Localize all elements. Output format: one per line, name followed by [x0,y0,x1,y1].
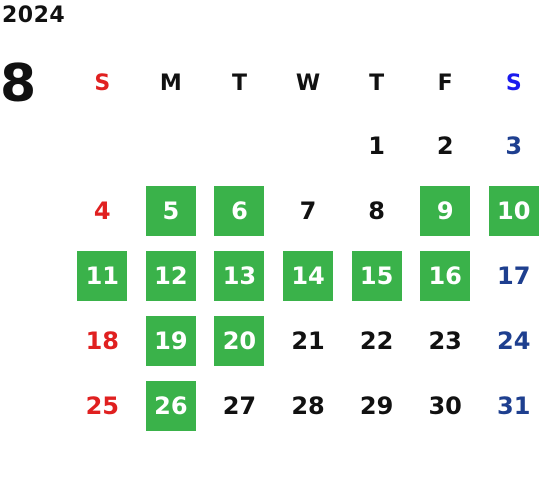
day-number: 10 [488,186,539,236]
weekday-monday: M [159,70,182,96]
month-number: 8 [0,54,37,114]
day-number: 1 [368,132,385,160]
weekday-saturday: S [505,70,522,96]
day-number: 19 [145,316,196,366]
day-cell: 16 [411,251,480,301]
weekday-friday: F [437,70,453,96]
day-number: 24 [497,327,531,355]
day-cell: 9 [411,186,480,236]
week-row: 25 26 27 28 29 30 31 [68,381,548,446]
day-number: 20 [214,316,265,366]
weekday-thursday: T [369,70,385,96]
year-label: 2024 [2,3,66,28]
week-row: 18 19 20 21 22 23 24 [68,316,548,381]
day-cell: 1 [342,121,411,171]
day-cell: 23 [411,316,480,366]
week-row: 1 2 3 [68,121,548,186]
empty-day-cell [205,121,274,171]
day-number: 7 [299,197,317,225]
empty-day-cell [68,121,137,171]
weekday-sunday: S [94,70,111,96]
day-cell: 26 [137,381,206,431]
day-cell: 14 [274,251,343,301]
day-cell: 15 [342,251,411,301]
day-cell: 13 [205,251,274,301]
week-row: 11 12 13 14 15 16 17 [68,251,548,316]
day-number: 9 [420,186,471,236]
weekday-tuesday: T [231,70,247,96]
day-cell: 19 [137,316,206,366]
day-number: 12 [145,251,196,301]
day-cell: 3 [479,121,548,171]
day-number: 2 [436,132,454,160]
day-cell: 22 [342,316,411,366]
day-cell: 6 [205,186,274,236]
day-cell: 20 [205,316,274,366]
day-cell: 31 [479,381,548,431]
empty-day-cell [274,121,343,171]
day-number: 30 [428,392,462,420]
day-number: 15 [351,251,402,301]
day-cell: 4 [68,186,137,236]
day-number: 16 [420,251,471,301]
empty-day-cell [137,121,206,171]
day-cell: 21 [274,316,343,366]
day-cell: 2 [411,121,480,171]
day-number: 22 [359,327,394,355]
day-cell: 18 [68,316,137,366]
day-number: 27 [222,392,257,420]
day-cell: 29 [342,381,411,431]
day-number: 11 [77,251,128,301]
day-cell: 11 [68,251,137,301]
day-cell: 25 [68,381,137,431]
day-number: 13 [214,251,265,301]
day-number: 4 [93,197,111,225]
weekday-header: S M T W T F S [68,58,548,121]
day-number: 17 [497,262,531,290]
day-number: 8 [368,197,385,225]
day-number: 3 [505,132,523,160]
day-cell: 17 [479,251,548,301]
day-number: 29 [359,392,394,420]
day-cell: 8 [342,186,411,236]
day-cell: 27 [205,381,274,431]
day-number: 21 [291,327,325,355]
day-number: 18 [85,327,119,355]
day-number: 28 [291,392,325,420]
day-number: 5 [145,186,196,236]
day-cell: 7 [274,186,343,236]
day-cell: 5 [137,186,206,236]
day-number: 23 [428,327,462,355]
day-number: 31 [497,392,531,420]
day-cell: 10 [479,186,548,236]
day-number: 14 [283,251,334,301]
day-cell: 28 [274,381,343,431]
day-number: 6 [214,186,265,236]
day-number: 26 [145,381,196,431]
day-cell: 12 [137,251,206,301]
day-cell: 24 [479,316,548,366]
day-number: 25 [85,392,119,420]
weekday-wednesday: W [295,70,321,96]
day-cell: 30 [411,381,480,431]
